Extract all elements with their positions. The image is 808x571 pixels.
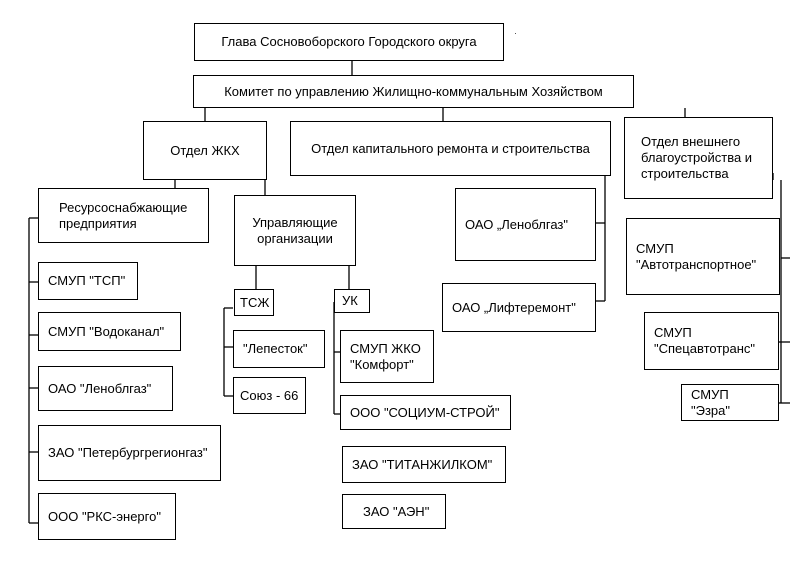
resource-item-label: ЗАО "Петербургрегионгаз" bbox=[48, 445, 208, 460]
resource-item-label: ООО "РКС-энерго" bbox=[48, 508, 161, 524]
capital-item-box: ОАО „Лифтеремонт" bbox=[442, 283, 596, 332]
uk-item-label: ЗАО "ТИТАНЖИЛКОМ" bbox=[352, 456, 493, 472]
uk-item-box: ООО "СОЦИУМ-СТРОЙ" bbox=[340, 395, 511, 430]
head-box: Глава Сосновоборского Городского округа bbox=[194, 23, 504, 61]
tszh-item-label: "Лепесток" bbox=[243, 341, 308, 356]
resource-header-box: Ресурсоснабжающие предприятия bbox=[38, 188, 209, 243]
tszh-label: ТСЖ bbox=[240, 294, 270, 310]
tszh-label-box: ТСЖ bbox=[234, 289, 274, 316]
uk-item-label: ЗАО "АЭН" bbox=[363, 503, 430, 519]
tszh-item-label: Союз - 66 bbox=[240, 387, 299, 403]
resource-item-box: ЗАО "Петербургрегионгаз" bbox=[38, 425, 221, 481]
resource-item-box: СМУП "Водоканал" bbox=[38, 312, 181, 351]
dept-external-box: Отдел внешнего благоустройства и строите… bbox=[624, 117, 773, 199]
tszh-item-box: "Лепесток" bbox=[233, 330, 325, 368]
uk-item-label: СМУП ЖКО "Комфорт" bbox=[350, 340, 421, 372]
dept-capital-label: Отдел капитального ремонта и строительст… bbox=[311, 140, 590, 156]
committee-label: Комитет по управлению Жилищно-коммунальн… bbox=[224, 83, 603, 99]
management-header-box: Управляющие организации bbox=[234, 195, 356, 266]
resource-item-label: ОАО "Леноблгаз" bbox=[48, 380, 152, 396]
resource-item-box: ОАО "Леноблгаз" bbox=[38, 366, 173, 411]
head-label: Глава Сосновоборского Городского округа bbox=[221, 34, 477, 49]
committee-box: Комитет по управлению Жилищно-коммунальн… bbox=[193, 75, 634, 108]
resource-item-label: СМУП "ТСП" bbox=[48, 273, 126, 288]
management-header-label: Управляющие организации bbox=[252, 214, 338, 246]
external-item-label: СМУП "Спецавтотранс" bbox=[654, 325, 756, 356]
external-item-box: СМУП "Эзра" bbox=[681, 384, 779, 421]
uk-item-box: ЗАО "ТИТАНЖИЛКОМ" bbox=[342, 446, 506, 483]
capital-item-box: ОАО „Леноблгаз" bbox=[455, 188, 596, 261]
external-item-box: СМУП "Спецавтотранс" bbox=[644, 312, 779, 370]
uk-item-box: СМУП ЖКО "Комфорт" bbox=[340, 330, 434, 383]
resource-item-box: СМУП "ТСП" bbox=[38, 262, 138, 300]
uk-item-label: ООО "СОЦИУМ-СТРОЙ" bbox=[350, 404, 500, 420]
capital-item-label: ОАО „Леноблгаз" bbox=[465, 216, 568, 232]
tszh-item-box: Союз - 66 bbox=[233, 377, 306, 414]
external-item-label: СМУП "Автотранспортное" bbox=[636, 240, 757, 272]
capital-item-label: ОАО „Лифтеремонт" bbox=[452, 299, 576, 315]
dept-capital-box: Отдел капитального ремонта и строительст… bbox=[290, 121, 611, 176]
external-item-box: СМУП "Автотранспортное" bbox=[626, 218, 780, 295]
resource-item-label: СМУП "Водоканал" bbox=[48, 323, 165, 339]
resource-header-label: Ресурсоснабжающие предприятия bbox=[59, 199, 188, 231]
uk-item-box: ЗАО "АЭН" bbox=[342, 494, 446, 529]
resource-item-box: ООО "РКС-энерго" bbox=[38, 493, 176, 540]
uk-label-box: УК bbox=[334, 289, 370, 313]
stray-dot bbox=[515, 33, 516, 34]
dept-zhkh-box: Отдел ЖКХ bbox=[143, 121, 267, 180]
dept-external-label: Отдел внешнего благоустройства и строите… bbox=[641, 134, 753, 181]
uk-label: УК bbox=[342, 293, 358, 308]
dept-zhkh-label: Отдел ЖКХ bbox=[170, 142, 240, 158]
external-item-label: СМУП "Эзра" bbox=[691, 386, 730, 418]
